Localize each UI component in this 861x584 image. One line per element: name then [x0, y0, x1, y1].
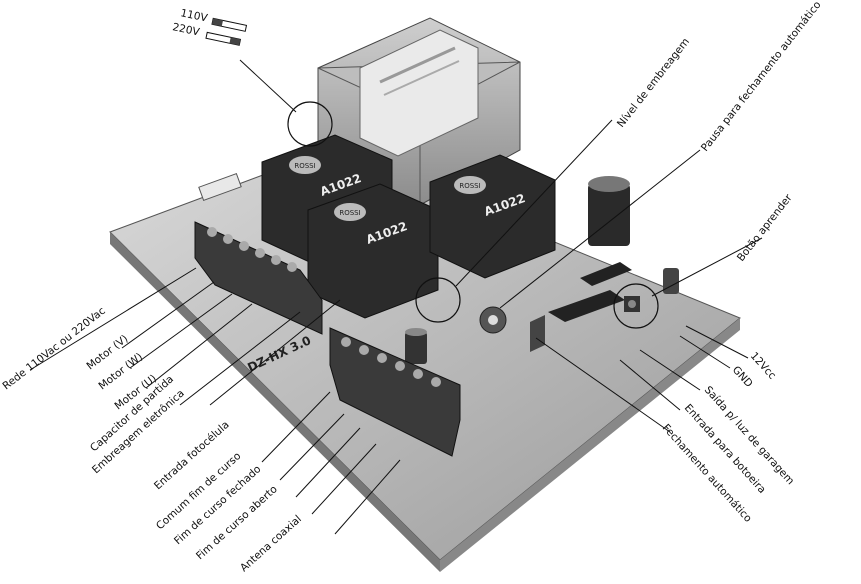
pin-header	[530, 315, 545, 352]
voltage-selector-legend: 110V 220V	[171, 7, 248, 46]
relay-2: ROSSI A1022	[307, 183, 439, 319]
leader-lines	[29, 59, 763, 535]
relay-logo-text-1: ROSSI	[294, 162, 315, 170]
callout-pausa-fechamento: Pausa para fechamento automático	[699, 0, 824, 154]
relay-logo-text-3: ROSSI	[459, 182, 480, 190]
callout-fotocelula: Entrada fotocélula	[152, 419, 232, 492]
learn-button	[624, 296, 640, 312]
jumper-220v-icon	[205, 31, 242, 46]
callout-gnd: GND	[730, 364, 755, 390]
relay-logo-3	[454, 176, 486, 194]
transformer-label-sticker	[359, 29, 479, 157]
ring-clutch-level	[415, 277, 461, 323]
ring-voltage-jumper	[287, 101, 333, 147]
small-capacitor	[405, 328, 427, 364]
callout-nivel-embreagem: Nível de embreagem	[615, 36, 692, 130]
small-capacitor-right	[663, 268, 679, 294]
fuse	[198, 172, 242, 202]
relay-logo-2	[334, 203, 366, 221]
ic-chip	[548, 262, 632, 322]
jumper-110v-icon	[211, 17, 248, 32]
relay-logo-text-2: ROSSI	[339, 209, 360, 217]
callout-botao-aprender: Botão aprender	[735, 192, 795, 264]
terminal-block-power	[194, 221, 323, 335]
callouts-top: Nível de embreagem Pausa para fechamento…	[615, 0, 824, 264]
callout-12vcc: 12Vcc	[748, 350, 779, 382]
terminal-block-signals	[329, 327, 461, 457]
callout-antena: Antena coaxial	[238, 513, 304, 574]
relay-logo-1	[289, 156, 321, 174]
relay-3: ROSSI A1022	[429, 154, 556, 279]
ring-learn-button	[613, 283, 659, 329]
trimpot	[479, 306, 507, 334]
label-110v: 110V	[179, 7, 209, 25]
electrolytic-capacitor	[588, 176, 630, 246]
callout-rede: Rede 110Vac ou 220Vac	[0, 305, 107, 393]
label-220v: 220V	[171, 21, 201, 39]
